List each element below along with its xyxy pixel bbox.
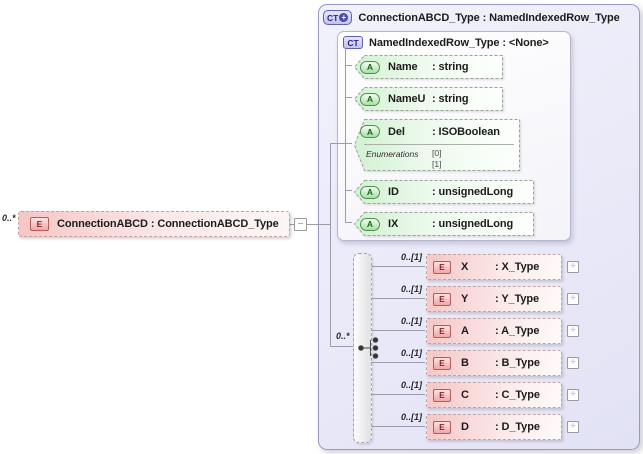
enumeration-value: [0] — [432, 148, 442, 158]
element-box-b[interactable]: E B : B_Type — [426, 350, 562, 376]
element-box-c[interactable]: E C : C_Type — [426, 382, 562, 408]
attribute-icon: A — [360, 217, 380, 231]
root-cardinality: 0..* — [2, 213, 16, 223]
element-name: A — [461, 325, 469, 337]
element-icon: E — [433, 292, 451, 306]
attribute-type: : unsignedLong — [432, 218, 514, 230]
element-box-a[interactable]: E A : A_Type — [426, 318, 562, 344]
attribute-icon: A — [360, 60, 380, 74]
expand-handle[interactable]: + — [567, 293, 579, 305]
enumerations-label: Enumerations — [366, 149, 419, 159]
attribute-name: ID — [388, 186, 399, 198]
child-row: E D : D_Type + — [426, 414, 586, 440]
attribute-box-ix[interactable]: A IX : unsignedLong — [354, 212, 534, 236]
attribute-type: : unsignedLong — [432, 186, 514, 198]
base-type-icon: CT — [343, 36, 363, 49]
element-name: C — [461, 389, 469, 401]
attribute-type: : ISOBoolean — [432, 125, 500, 138]
complex-type-icon: CT + — [323, 10, 353, 25]
element-name: Y — [461, 293, 469, 305]
attribute-icon: A — [360, 185, 380, 199]
child-row: E X : X_Type + — [426, 254, 586, 280]
child-row: E B : B_Type + — [426, 350, 586, 376]
element-type: : Y_Type — [495, 293, 540, 305]
element-icon: E — [433, 324, 451, 338]
attribute-type: : string — [432, 93, 469, 105]
child-row: E A : A_Type + — [426, 318, 586, 344]
collapse-handle[interactable]: − — [294, 218, 307, 231]
expand-handle[interactable]: + — [567, 325, 579, 337]
attribute-box-id[interactable]: A ID : unsignedLong — [354, 180, 534, 204]
root-element-box[interactable]: E ConnectionABCD : ConnectionABCD_Type — [18, 211, 290, 237]
element-icon: E — [433, 420, 451, 434]
compositor-cardinality: 0..* — [336, 331, 350, 341]
child-cardinality: 0..[1] — [400, 284, 422, 294]
element-name: X — [461, 261, 469, 273]
child-cardinality: 0..[1] — [400, 252, 422, 262]
attribute-name: Name — [388, 61, 418, 73]
base-type-title-row: CT NamedIndexedRow_Type : <None> — [343, 36, 549, 49]
attribute-icon: A — [360, 92, 380, 106]
element-icon: E — [30, 217, 49, 231]
base-type-box[interactable]: CT NamedIndexedRow_Type : <None> A Name … — [337, 31, 571, 241]
complex-type-title-row: CT + ConnectionABCD_Type : NamedIndexedR… — [323, 10, 620, 25]
element-type: : X_Type — [495, 261, 540, 273]
attribute-type: : string — [432, 61, 469, 73]
attribute-icon: A — [360, 125, 380, 138]
root-element-label: ConnectionABCD : ConnectionABCD_Type — [57, 218, 279, 230]
complex-type-container[interactable]: CT + ConnectionABCD_Type : NamedIndexedR… — [318, 4, 640, 450]
attribute-box-del[interactable]: A Del : ISOBoolean Enumerations [0] [1] — [354, 119, 520, 171]
element-icon: E — [433, 260, 451, 274]
element-type: : D_Type — [495, 421, 540, 433]
element-box-x[interactable]: E X : X_Type — [426, 254, 562, 280]
attribute-box-nameu[interactable]: A NameU : string — [354, 87, 503, 111]
child-row: E Y : Y_Type + — [426, 286, 586, 312]
expand-handle[interactable]: + — [567, 421, 579, 433]
child-row: E C : C_Type + — [426, 382, 586, 408]
expand-handle[interactable]: + — [567, 357, 579, 369]
attribute-box-name[interactable]: A Name : string — [354, 55, 503, 79]
element-type: : A_Type — [495, 325, 540, 337]
expand-handle[interactable]: + — [567, 261, 579, 273]
attribute-name: NameU — [388, 93, 426, 105]
child-cardinality: 0..[1] — [400, 348, 422, 358]
expand-handle[interactable]: + — [567, 389, 579, 401]
plus-circle-icon: + — [339, 13, 349, 22]
complex-type-title: ConnectionABCD_Type : NamedIndexedRow_Ty… — [358, 11, 620, 24]
element-box-d[interactable]: E D : D_Type — [426, 414, 562, 440]
attribute-name: IX — [388, 218, 399, 230]
element-box-y[interactable]: E Y : Y_Type — [426, 286, 562, 312]
complex-type-icon-text: CT — [327, 12, 339, 23]
child-cardinality: 0..[1] — [400, 412, 422, 422]
element-icon: E — [433, 356, 451, 370]
base-type-title: NamedIndexedRow_Type : <None> — [369, 36, 549, 49]
child-cardinality: 0..[1] — [400, 380, 422, 390]
enumeration-value: [1] — [432, 158, 442, 169]
child-cardinality: 0..[1] — [400, 316, 422, 326]
element-name: B — [461, 357, 469, 369]
element-name: D — [461, 421, 469, 433]
element-type: : C_Type — [495, 389, 540, 401]
element-type: : B_Type — [495, 357, 540, 369]
attribute-name: Del — [388, 125, 405, 138]
compositor-icon — [358, 337, 379, 359]
element-icon: E — [433, 388, 451, 402]
enumeration-values: [0] [1] — [432, 148, 441, 169]
